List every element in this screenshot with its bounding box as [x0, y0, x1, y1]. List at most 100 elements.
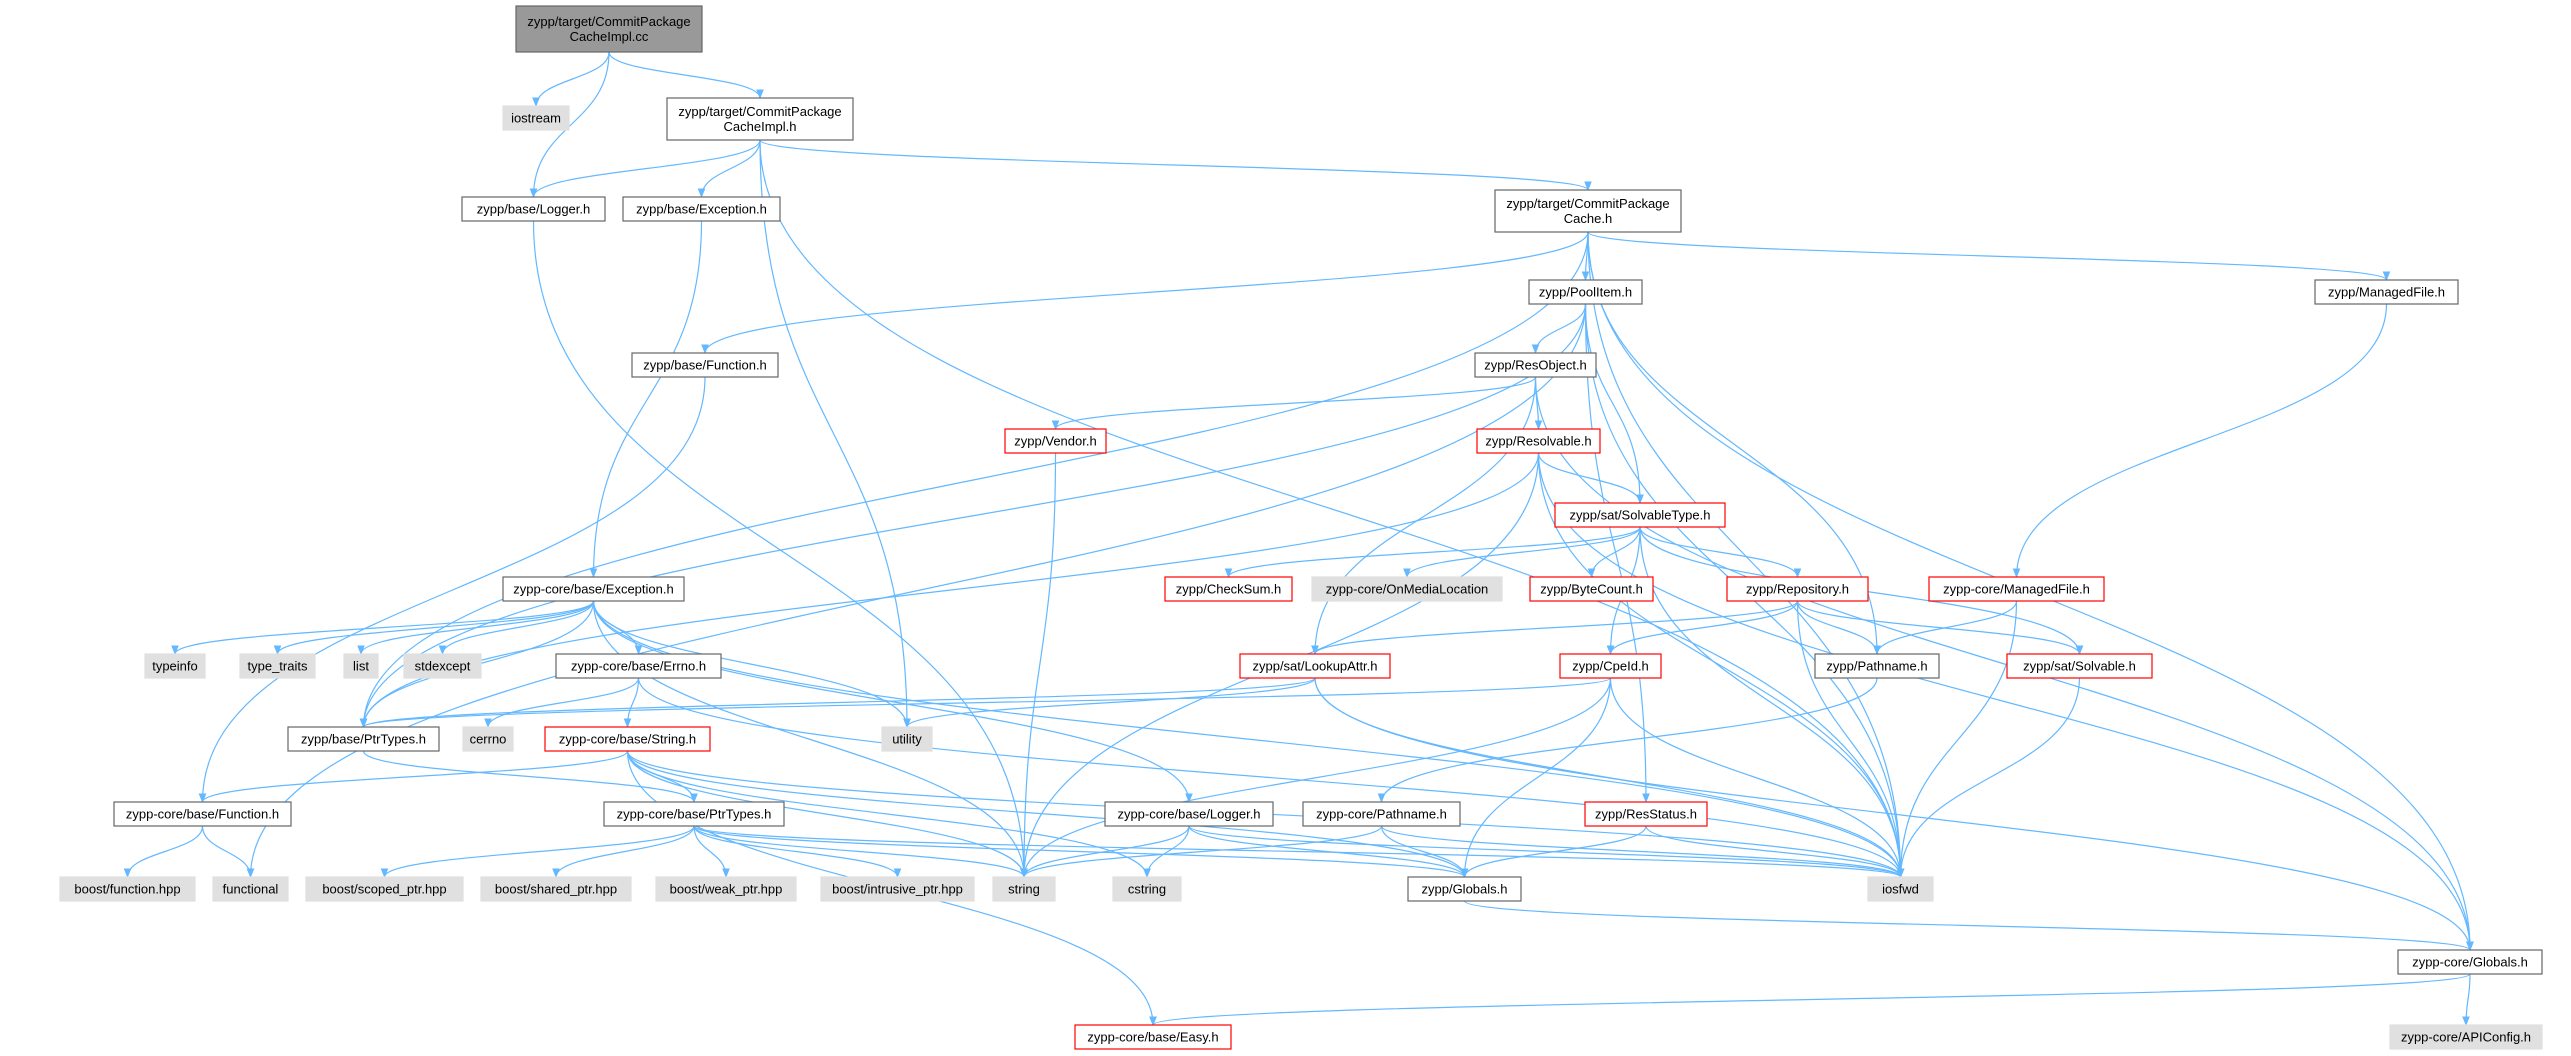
node-label-resolvable: zypp/Resolvable.h [1485, 434, 1591, 449]
node-globals[interactable]: zypp/Globals.h [1407, 876, 1522, 902]
node-managedfile[interactable]: zypp/ManagedFile.h [2314, 279, 2459, 305]
node-label-utility: utility [892, 732, 922, 747]
node-box-core_managedfile [1928, 576, 2105, 602]
node-box-resolvable [1476, 428, 1601, 454]
node-label-lookupattr: zypp/sat/LookupAttr.h [1252, 659, 1377, 674]
node-core_ptrtypes[interactable]: zypp-core/base/PtrTypes.h [603, 801, 785, 827]
node-pathname[interactable]: zypp/Pathname.h [1814, 653, 1940, 679]
node-box-cstring [1112, 876, 1182, 902]
edge-core_ptrtypes-to-boost_scoped [380, 825, 695, 878]
edge-cpeid-to-iosfwd [1609, 677, 1905, 878]
node-box-logger [461, 196, 606, 222]
node-ptrtypes[interactable]: zypp/base/PtrTypes.h [287, 726, 440, 752]
node-iostream[interactable]: iostream [502, 105, 570, 131]
node-core_pathname[interactable]: zypp-core/Pathname.h [1302, 801, 1461, 827]
edge-core_string-to-core_function [198, 750, 629, 803]
node-iosfwd[interactable]: iosfwd [1867, 876, 1934, 902]
node-core_exception[interactable]: zypp-core/base/Exception.h [502, 576, 685, 602]
edge-solvabletype-to-checksum [1224, 526, 1641, 578]
node-box-bytecount [1529, 576, 1654, 602]
edge-core_exception-to-list [357, 600, 595, 655]
node-label-functional: functional [223, 882, 279, 897]
node-box-cpc_h [1494, 189, 1682, 233]
edge-repository-to-solvable [1796, 600, 2084, 655]
node-resstatus[interactable]: zypp/ResStatus.h [1584, 801, 1708, 827]
node-box-typeinfo [144, 653, 206, 679]
node-poolitem[interactable]: zypp/PoolItem.h [1528, 279, 1643, 305]
node-stdexcept[interactable]: stdexcept [403, 653, 482, 679]
node-label-boost_scoped: boost/scoped_ptr.hpp [322, 882, 446, 897]
node-core_globals[interactable]: zypp-core/Globals.h [2397, 949, 2543, 975]
edge-core_exception-to-stdexcept [438, 600, 595, 655]
node-label-cpci_h: zypp/target/CommitPackage [678, 104, 841, 119]
node-box-globals [1407, 876, 1522, 902]
node-bytecount[interactable]: zypp/ByteCount.h [1529, 576, 1654, 602]
node-label-core_function: zypp-core/base/Function.h [126, 807, 279, 822]
edge-solvable-to-iosfwd [1896, 677, 2081, 878]
node-checksum[interactable]: zypp/CheckSum.h [1164, 576, 1293, 602]
node-boost_shared[interactable]: boost/shared_ptr.hpp [480, 876, 632, 902]
node-cstring[interactable]: cstring [1112, 876, 1182, 902]
node-onmedialocation[interactable]: zypp-core/OnMediaLocation [1311, 576, 1503, 602]
node-utility[interactable]: utility [881, 726, 933, 752]
node-box-functional [212, 876, 289, 902]
node-label-cstring: cstring [1128, 882, 1166, 897]
edge-errno-to-core_string [623, 677, 640, 728]
node-cpeid[interactable]: zypp/CpeId.h [1559, 653, 1662, 679]
node-label-iosfwd: iosfwd [1882, 882, 1919, 897]
node-box-repository [1726, 576, 1869, 602]
node-box-boost_function [59, 876, 196, 902]
node-box-list [343, 653, 379, 679]
node-core_function[interactable]: zypp-core/base/Function.h [113, 801, 292, 827]
node-apiconfig[interactable]: zypp-core/APIConfig.h [2389, 1024, 2543, 1050]
node-base_exc[interactable]: zypp/base/Exception.h [622, 196, 781, 222]
edge-core_globals-to-easy [1149, 973, 2471, 1026]
node-boost_scoped[interactable]: boost/scoped_ptr.hpp [305, 876, 464, 902]
edge-cpci_h-to-iosfwd [759, 139, 1905, 878]
node-logger[interactable]: zypp/base/Logger.h [461, 196, 606, 222]
node-label-solvabletype: zypp/sat/SolvableType.h [1570, 508, 1711, 523]
node-core_managedfile[interactable]: zypp-core/ManagedFile.h [1928, 576, 2105, 602]
node-string[interactable]: string [992, 876, 1056, 902]
node-label-typeinfo: typeinfo [152, 659, 198, 674]
edge-repository-to-iosfwd [1796, 600, 1905, 878]
edge-core_ptrtypes-to-boost_intrusive [693, 825, 902, 878]
node-base_function[interactable]: zypp/base/Function.h [631, 352, 779, 378]
node-core_string[interactable]: zypp-core/base/String.h [544, 726, 711, 752]
node-lookupattr[interactable]: zypp/sat/LookupAttr.h [1239, 653, 1391, 679]
node-solvabletype[interactable]: zypp/sat/SolvableType.h [1554, 502, 1726, 528]
edge-pathname-to-core_pathname [1377, 677, 1878, 803]
node-errno[interactable]: zypp-core/base/Errno.h [555, 653, 722, 679]
node-boost_function[interactable]: boost/function.hpp [59, 876, 196, 902]
edge-resolvable-to-solvabletype [1537, 452, 1644, 504]
edge-lookupattr-to-core_globals [1314, 677, 2474, 951]
edge-solvabletype-to-onmedialocation [1403, 526, 1641, 578]
edge-cpeid-to-ptrtypes [360, 677, 1612, 728]
node-type_traits[interactable]: type_traits [239, 653, 316, 679]
node-box-easy [1074, 1024, 1232, 1050]
node-cerrno[interactable]: cerrno [462, 726, 514, 752]
node-solvable[interactable]: zypp/sat/Solvable.h [2006, 653, 2153, 679]
node-box-onmedialocation [1311, 576, 1503, 602]
node-resobject[interactable]: zypp/ResObject.h [1474, 352, 1597, 378]
node-typeinfo[interactable]: typeinfo [144, 653, 206, 679]
node-core_logger[interactable]: zypp-core/base/Logger.h [1104, 801, 1274, 827]
node-label-logger: zypp/base/Logger.h [477, 202, 590, 217]
edge-cpci_h-to-logger [529, 139, 761, 198]
node-box-iosfwd [1867, 876, 1934, 902]
node-resolvable[interactable]: zypp/Resolvable.h [1476, 428, 1601, 454]
node-repository[interactable]: zypp/Repository.h [1726, 576, 1869, 602]
node-label-vendor: zypp/Vendor.h [1014, 434, 1096, 449]
node-list[interactable]: list [343, 653, 379, 679]
node-boost_intrusive[interactable]: boost/intrusive_ptr.hpp [820, 876, 975, 902]
node-boost_weak[interactable]: boost/weak_ptr.hpp [655, 876, 797, 902]
node-label-solvable: zypp/sat/Solvable.h [2023, 659, 2136, 674]
edge-solvabletype-to-repository [1639, 526, 1802, 578]
node-easy[interactable]: zypp-core/base/Easy.h [1074, 1024, 1232, 1050]
node-vendor[interactable]: zypp/Vendor.h [1004, 428, 1107, 454]
node-functional[interactable]: functional [212, 876, 289, 902]
node-box-core_string [544, 726, 711, 752]
